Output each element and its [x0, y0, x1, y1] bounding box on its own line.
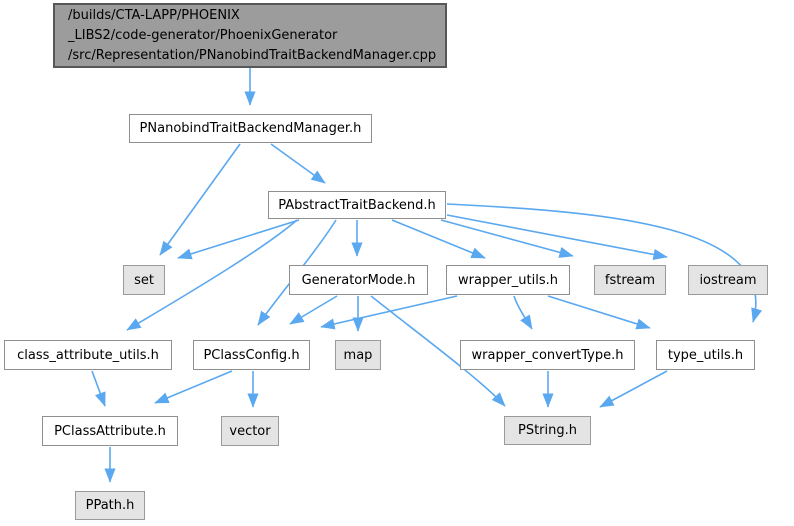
node-generatormode-h[interactable]: GeneratorMode.h: [289, 265, 428, 295]
edge-abstract-to-wrapper-utils: [391, 219, 486, 259]
edge-generatormode-to-pclassconfig: [289, 295, 338, 325]
node-pclassattribute-h[interactable]: PClassAttribute.h: [42, 416, 178, 446]
node-ppath-h: PPath.h: [75, 491, 145, 520]
edge-manager-to-set: [159, 143, 241, 256]
node-pnanobindtraitbackendmanager-h[interactable]: PNanobindTraitBackendManager.h: [129, 114, 372, 143]
edge-abstract-to-fstream: [440, 219, 574, 258]
node-class-attribute-utils-h[interactable]: class_attribute_utils.h: [4, 340, 172, 370]
edge-wrapper-utils-to-type-utils: [547, 295, 651, 330]
edge-pclassconfig-to-pclassattribute: [154, 370, 233, 404]
edge-class-attribute-utils-to-pclassattribute: [91, 370, 106, 407]
node-pabstracttraitbackend-h[interactable]: PAbstractTraitBackend.h: [268, 191, 446, 219]
edge-abstract-to-set: [177, 219, 300, 260]
edge-abstract-to-type-utils: [446, 203, 763, 323]
node-pclassconfig-h[interactable]: PClassConfig.h: [193, 340, 310, 370]
edge-manager-to-abstract: [270, 143, 326, 184]
edge-abstract-to-class-attribute-utils: [126, 219, 298, 331]
node-wrapper-converttype-h[interactable]: wrapper_convertType.h: [460, 340, 635, 370]
node-pstring-h: PString.h: [504, 416, 591, 445]
node-type-utils-h[interactable]: type_utils.h: [656, 340, 755, 370]
edge-abstract-to-iostream: [446, 214, 668, 260]
node-source-cpp: /builds/CTA-LAPP/PHOENIX _LIBS2/code-gen…: [53, 3, 447, 68]
node-fstream: fstream: [594, 265, 666, 295]
edge-wrapper-utils-to-pclassconfig: [320, 295, 458, 330]
node-vector: vector: [221, 416, 279, 446]
edge-generatormode-to-pstring: [370, 295, 506, 407]
node-map: map: [335, 340, 381, 370]
node-iostream: iostream: [688, 265, 768, 295]
node-set: set: [123, 265, 165, 295]
node-wrapper-utils-h[interactable]: wrapper_utils.h: [446, 265, 570, 295]
edge-type-utils-to-pstring: [599, 370, 668, 408]
edge-wrapper-utils-to-wrapper-converttype: [513, 295, 533, 330]
